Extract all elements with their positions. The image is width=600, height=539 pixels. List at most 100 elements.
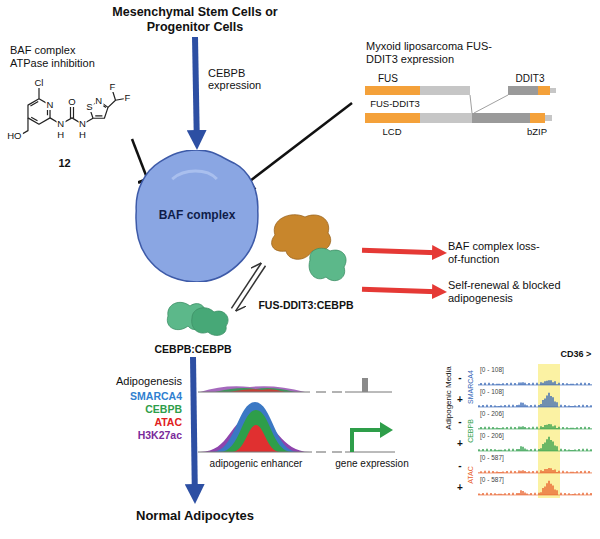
track-signal [586,472,587,473]
track-signal [572,405,573,407]
track-signal [536,383,537,385]
track-signal [574,450,575,451]
track-signal [580,494,581,496]
track-signal [526,428,527,430]
track-signal [520,427,521,429]
track-signal [566,427,567,429]
track-signal [580,406,581,407]
track-signal [520,446,521,451]
track-signal [534,472,535,473]
track-signal [566,406,567,408]
track-signal [498,450,499,451]
genome-tracks [538,364,560,498]
track-signal [524,405,525,407]
track-signal [556,490,557,495]
start-cells: Mesenchymal Stem Cells or Progenitor Cel… [109,2,281,37]
track-signal [484,450,485,451]
track-signal [520,383,521,385]
track-signal [584,406,585,407]
track-signal [514,406,515,408]
track-signal [496,428,497,429]
track-signal [530,384,531,386]
track-signal [538,493,539,495]
track-signal [588,471,589,473]
track-signal [552,441,553,451]
track-signal [582,493,583,495]
track-signal [520,402,521,407]
gene-fusion-bars [365,86,556,123]
atom-label: N [78,119,87,129]
track-signal [558,383,559,385]
track-signal [544,443,545,451]
track-signal [514,383,515,385]
track-signal [562,383,563,385]
protein-complex [250,205,362,293]
track-signal [556,383,557,385]
track-signal [540,470,541,473]
track-signal [532,406,533,407]
track-signal [572,472,573,473]
track-signal [488,383,489,385]
track-signal [480,427,481,429]
track-signal [480,471,481,473]
node-text: Normal Adipocytes [136,509,254,524]
gene-name: DDIT3 [516,74,545,85]
track-signal [584,427,585,429]
track-signal [528,427,529,429]
track-signal [550,380,551,385]
track-signal [558,494,559,495]
track-signal [494,405,495,407]
track-signal [484,494,485,495]
track-signal [534,384,535,385]
track-signal [478,380,592,495]
domain-name: bZIP [527,127,547,137]
track-signal [510,406,511,407]
track-signal [578,405,579,407]
track-signal [526,405,527,407]
track-signal [554,469,555,473]
track-signal [498,384,499,385]
track-signal [508,428,509,429]
track-signal [526,384,527,386]
track-signal [540,492,541,495]
track-signal [566,494,567,496]
track-signal [538,428,539,430]
track-signal [488,494,489,495]
gene-name: FUS-DDIT3 [370,99,420,109]
track-signal [588,383,589,385]
track-signal [534,493,535,495]
track-signal [480,383,481,385]
track-signal [528,383,529,385]
track-signal [528,406,529,408]
track-signal [562,450,563,451]
track-signal [510,383,511,385]
track-signal [528,471,529,473]
track-signal [478,493,479,495]
track-signal [486,493,487,495]
track-signal [496,405,497,407]
track-name: ATAC [467,466,474,484]
track-signal [518,449,519,451]
track-signal [510,494,511,495]
track-signal [570,405,571,407]
track-signal [590,384,591,386]
track-signal [516,449,517,451]
track-signal [578,472,579,474]
track-signal [574,494,575,495]
track-signal [506,450,507,452]
track-signal [558,427,559,429]
track-signal [502,406,503,408]
node-text: CEBPB:CEBPB [154,343,231,355]
track-signal [548,424,549,429]
track-signal [578,493,579,495]
track-signal [480,494,481,496]
track-signal [508,472,509,473]
arrow-head [446,252,448,253]
scale-label: [0 - 108] [480,367,504,374]
mark-key: CEBPB [145,404,182,415]
track-signal [584,450,585,451]
end-cells: Normal Adipocytes [100,504,290,528]
track-signal [506,471,507,473]
track-signal [514,450,515,452]
track-signal [494,428,495,430]
